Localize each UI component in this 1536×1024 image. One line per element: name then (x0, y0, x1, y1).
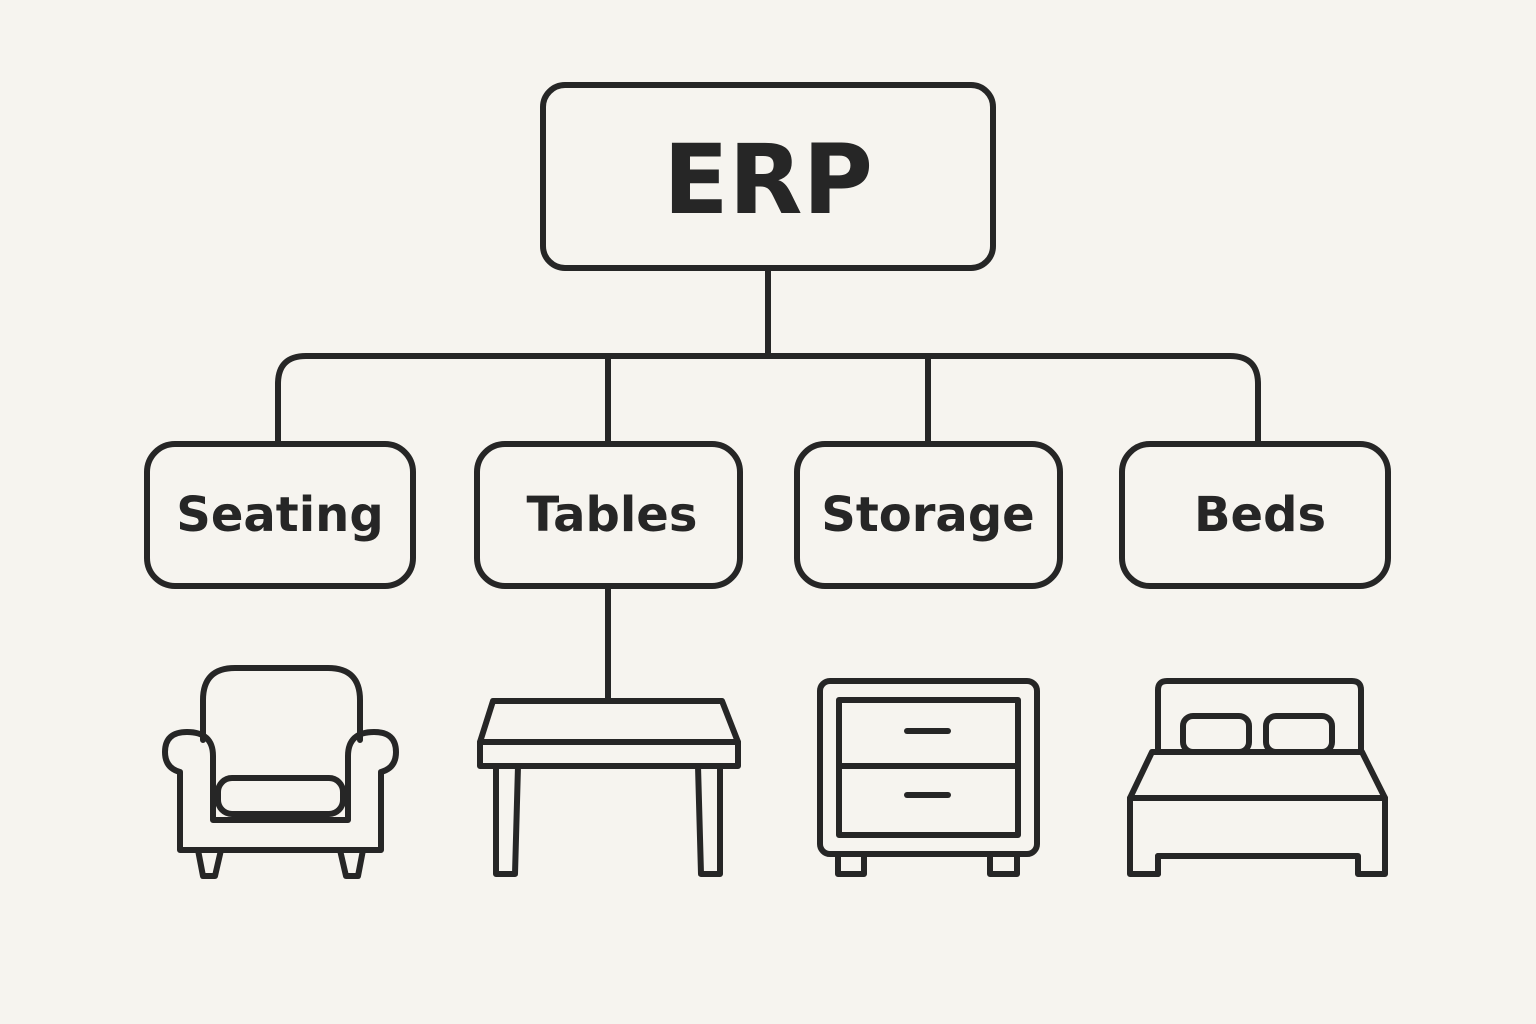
root-node: ERP (540, 82, 996, 271)
category-label-seating: Seating (176, 487, 383, 543)
branch-bar (275, 353, 1261, 445)
bed-icon (1127, 678, 1388, 877)
category-label-tables: Tables (527, 487, 698, 543)
table-icon (477, 698, 741, 877)
dresser-icon (817, 678, 1040, 877)
armchair-icon (162, 665, 399, 879)
category-node-storage: Storage (794, 441, 1063, 589)
category-label-storage: Storage (821, 487, 1034, 543)
root-label: ERP (663, 124, 873, 236)
category-node-seating: Seating (144, 441, 416, 589)
connector-lines (275, 265, 1261, 703)
category-node-beds: Beds (1119, 441, 1391, 589)
category-node-tables: Tables (474, 441, 743, 589)
category-label-beds: Beds (1194, 487, 1326, 543)
